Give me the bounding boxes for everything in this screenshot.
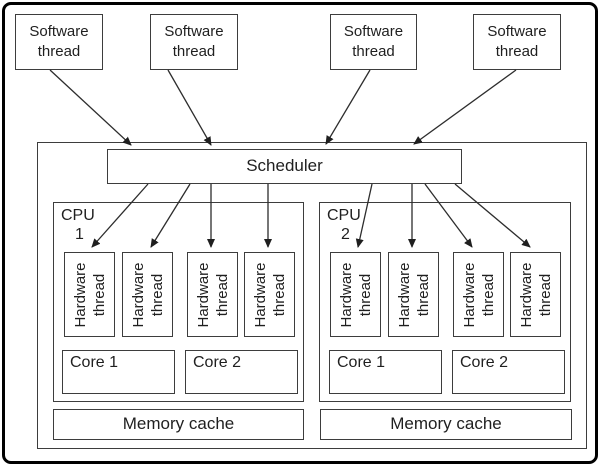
cpu-1-hardware-thread-label-4: Hardware thread xyxy=(251,261,288,328)
cpu-1-number: 1 xyxy=(75,226,84,243)
cpu-1-label: CPU 1 xyxy=(61,206,95,244)
cpu-1-hardware-thread-label-2: Hardware thread xyxy=(129,261,166,328)
scheduler-box: Scheduler xyxy=(107,149,462,184)
cpu-1-core-1-box: Core 1 xyxy=(62,350,175,394)
software-thread-box-3: Software thread xyxy=(330,14,417,70)
cpu-1-core-1-label: Core 1 xyxy=(70,354,119,371)
software-thread-box-2: Software thread xyxy=(150,14,238,70)
cpu-2-hardware-thread-box-2: Hardware thread xyxy=(388,252,439,337)
software-thread-box-4: Software thread xyxy=(473,14,561,70)
cpu-1-hardware-thread-label-1: Hardware thread xyxy=(71,261,108,328)
cpu-2-core-2-box: Core 2 xyxy=(452,350,565,394)
system-box xyxy=(37,142,587,449)
cpu-1-core-2-label: Core 2 xyxy=(193,354,242,371)
cpu-2-hardware-thread-label-3: Hardware thread xyxy=(460,261,497,328)
cpu-1-box: CPU 1 Hardware thread Hardware thread Ha… xyxy=(53,202,304,402)
scheduler-label: Scheduler xyxy=(246,156,323,175)
cpu-2-hardware-thread-label-1: Hardware thread xyxy=(337,261,374,328)
cpu-1-memory-cache-box: Memory cache xyxy=(53,409,304,440)
cpu-2-hardware-thread-label-4: Hardware thread xyxy=(517,261,554,328)
software-thread-label-1: Software thread xyxy=(29,23,89,60)
cpu-1-name: CPU xyxy=(61,207,95,224)
cpu-1-hardware-thread-box-3: Hardware thread xyxy=(187,252,238,337)
cpu-2-name: CPU xyxy=(327,207,361,224)
cpu-2-box: CPU 2 Hardware thread Hardware thread Ha… xyxy=(319,202,571,402)
cpu-1-memory-cache-label: Memory cache xyxy=(122,414,235,433)
cpu-2-number: 2 xyxy=(341,226,350,243)
cpu-2-hardware-thread-box-3: Hardware thread xyxy=(453,252,504,337)
cpu-2-memory-cache-label: Memory cache xyxy=(390,414,502,433)
cpu-2-hardware-thread-label-2: Hardware thread xyxy=(395,261,432,328)
cpu-2-label: CPU 2 xyxy=(327,206,361,244)
cpu-2-hardware-thread-box-1: Hardware thread xyxy=(330,252,381,337)
software-thread-box-1: Software thread xyxy=(15,14,103,70)
software-thread-label-2: Software thread xyxy=(164,23,224,60)
cpu-1-hardware-thread-box-2: Hardware thread xyxy=(122,252,173,337)
cpu-2-core-1-label: Core 1 xyxy=(337,354,386,371)
cpu-1-hardware-thread-box-1: Hardware thread xyxy=(64,252,115,337)
cpu-2-memory-cache-box: Memory cache xyxy=(320,409,572,440)
cpu-1-hardware-thread-label-3: Hardware thread xyxy=(194,261,231,328)
cpu-2-core-2-label: Core 2 xyxy=(460,354,509,371)
cpu-2-core-1-box: Core 1 xyxy=(329,350,442,394)
cpu-2-hardware-thread-box-4: Hardware thread xyxy=(510,252,561,337)
cpu-1-hardware-thread-box-4: Hardware thread xyxy=(244,252,295,337)
software-thread-label-4: Software thread xyxy=(487,23,547,60)
cpu-1-core-2-box: Core 2 xyxy=(185,350,298,394)
software-thread-label-3: Software thread xyxy=(343,23,404,60)
